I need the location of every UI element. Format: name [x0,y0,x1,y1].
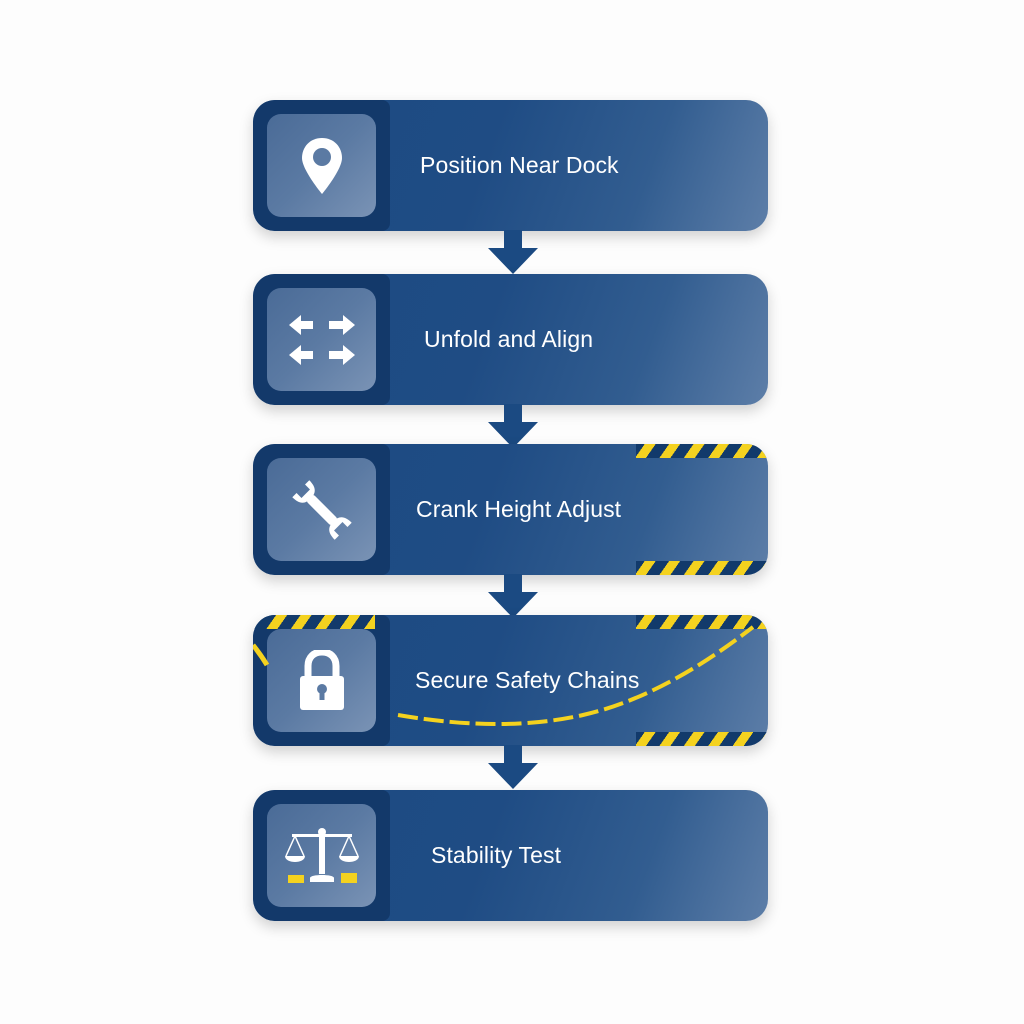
icon-column [253,444,390,575]
padlock-icon [299,649,344,710]
icon-tile [267,458,376,561]
icon-column [253,100,390,231]
arrow-down-icon [488,404,538,448]
step-stability-test: Stability Test [253,790,768,921]
step-label: Stability Test [431,842,562,868]
hazard-stripe [636,732,768,746]
icon-tile [267,288,376,391]
hazard-stripe [636,561,768,575]
wrench-icon [291,479,352,540]
balance-scale-icon [284,827,359,883]
icon-tile [267,114,376,217]
hazard-stripe [636,444,768,458]
step-label: Secure Safety Chains [415,667,640,693]
chain-graphic [253,625,755,726]
arrow-down-icon [488,574,538,618]
icon-tile [267,629,376,732]
step-secure-safety-chains: Secure Safety Chains [253,615,768,746]
hazard-stripe [253,615,375,629]
arrow-down-icon [488,745,538,789]
icon-tile [267,804,376,907]
icon-column [253,790,390,921]
map-pin-icon [301,137,342,194]
step-crank-height-adjust: Crank Height Adjust [253,444,768,575]
step-label: Unfold and Align [424,326,594,352]
step-label: Position Near Dock [420,152,619,178]
hazard-stripe [636,615,768,629]
icon-column [253,274,390,405]
arrow-down-icon [488,230,538,274]
icon-column [253,615,390,746]
step-label: Crank Height Adjust [416,496,622,522]
step-position-near-dock: Position Near Dock [253,100,768,231]
expand-arrows-icon [288,314,355,365]
step-unfold-and-align: Unfold and Align [253,274,768,405]
